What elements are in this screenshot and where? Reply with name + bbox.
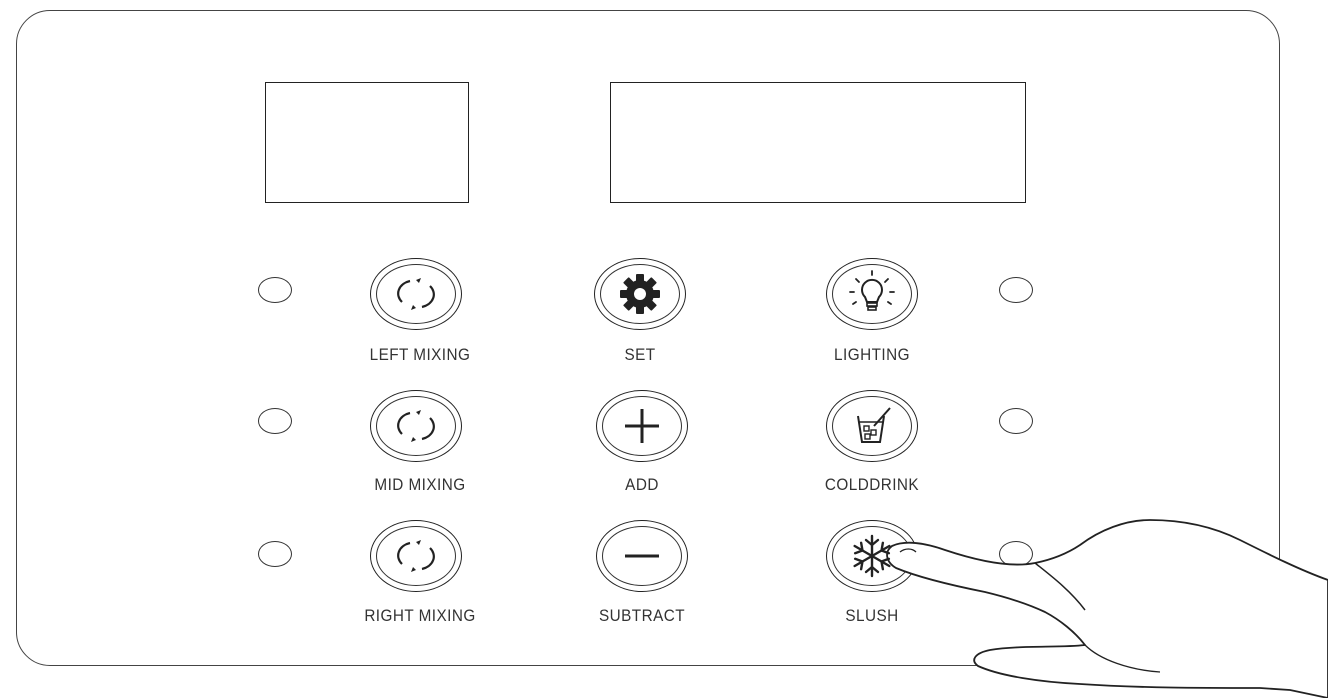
rotate-icon xyxy=(397,410,435,442)
light-bulb-icon xyxy=(849,270,895,311)
mid-mixing-indicator-light xyxy=(258,408,292,434)
minus-icon xyxy=(625,554,659,558)
right-mixing-label: RIGHT MIXING xyxy=(364,606,476,625)
colddrink-button[interactable] xyxy=(826,390,918,462)
gear-icon xyxy=(620,274,660,314)
add-button[interactable] xyxy=(596,390,688,462)
slush-indicator-light xyxy=(999,541,1033,567)
set-button[interactable] xyxy=(594,258,686,330)
mid-mixing-button[interactable] xyxy=(370,390,462,462)
colddrink-label: COLDDRINK xyxy=(824,475,920,494)
subtract-label: SUBTRACT xyxy=(598,606,686,625)
slush-button[interactable] xyxy=(826,520,918,592)
left-display-screen xyxy=(265,82,469,203)
snowflake-icon xyxy=(853,534,891,578)
right-mixing-indicator-light xyxy=(258,541,292,567)
rotate-icon xyxy=(397,278,435,310)
slush-label: SLUSH xyxy=(845,606,899,625)
left-mixing-indicator-light xyxy=(258,277,292,303)
left-mixing-button[interactable] xyxy=(370,258,462,330)
plus-icon xyxy=(625,409,659,443)
rotate-icon xyxy=(397,540,435,572)
cold-drink-icon xyxy=(857,407,891,443)
right-display-screen xyxy=(610,82,1026,203)
subtract-button[interactable] xyxy=(596,520,688,592)
right-mixing-button[interactable] xyxy=(370,520,462,592)
mid-mixing-label: MID MIXING xyxy=(374,475,466,494)
set-label: SET xyxy=(624,345,656,364)
lighting-label: LIGHTING xyxy=(834,345,910,364)
add-label: ADD xyxy=(625,475,659,494)
lighting-button[interactable] xyxy=(826,258,918,330)
lighting-indicator-light xyxy=(999,277,1033,303)
left-mixing-label: LEFT MIXING xyxy=(369,345,471,364)
colddrink-indicator-light xyxy=(999,408,1033,434)
